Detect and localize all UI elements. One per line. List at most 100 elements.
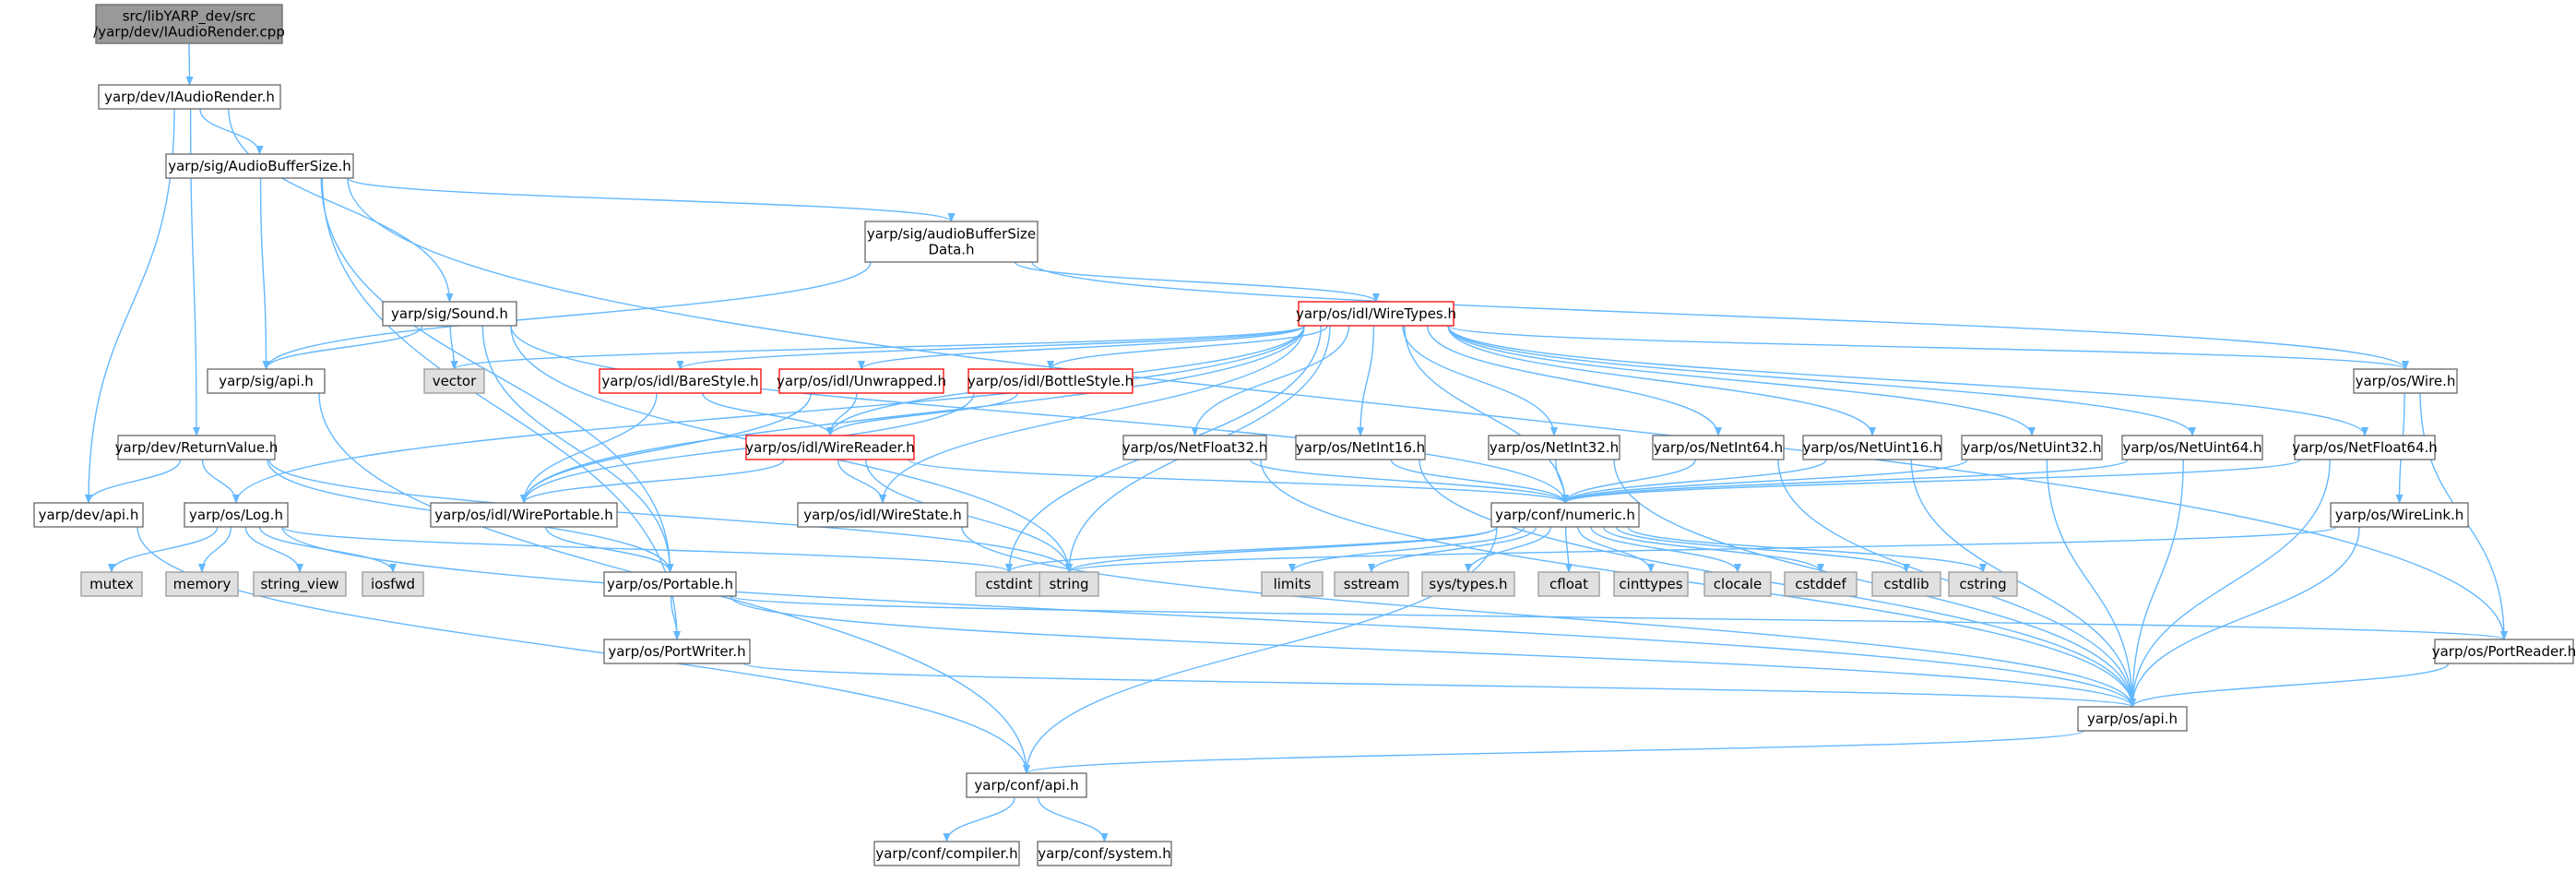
node-cstdlib[interactable]: cstdlib bbox=[1871, 571, 1941, 597]
node-label: yarp/os/idl/WireState.h bbox=[803, 507, 961, 523]
node-label: yarp/os/PortReader.h bbox=[2432, 643, 2576, 660]
node-label: Data.h bbox=[928, 242, 974, 258]
node-sig-api-h[interactable]: yarp/sig/api.h bbox=[207, 368, 326, 394]
node-cstdint[interactable]: cstdint bbox=[975, 571, 1043, 597]
edge-netuint16-h-to-numeric-h bbox=[1561, 459, 1827, 504]
node-cinttypes[interactable]: cinttypes bbox=[1613, 571, 1689, 597]
edge-wirereader-h-to-numeric-h bbox=[908, 459, 1569, 504]
node-dev-api-h[interactable]: yarp/dev/api.h bbox=[33, 502, 144, 528]
edge-barestyle-h-to-wireportable-h bbox=[520, 392, 658, 504]
node-sig-sound-h[interactable]: yarp/sig/Sound.h bbox=[382, 301, 517, 327]
node-label: yarp/os/idl/WireTypes.h bbox=[1296, 305, 1456, 322]
node-limits[interactable]: limits bbox=[1261, 571, 1324, 597]
node-cstring[interactable]: cstring bbox=[1948, 571, 2018, 597]
node-box bbox=[2077, 706, 2188, 732]
node-label: yarp/sig/api.h bbox=[219, 373, 314, 389]
node-wiretypes-h[interactable]: yarp/os/idl/WireTypes.h bbox=[1296, 301, 1456, 327]
node-box bbox=[207, 368, 326, 394]
node-netint32-h[interactable]: yarp/os/NetInt32.h bbox=[1488, 435, 1620, 460]
node-portreader-h[interactable]: yarp/os/PortReader.h bbox=[2432, 639, 2576, 664]
node-conf-system-h[interactable]: yarp/conf/system.h bbox=[1037, 841, 1172, 866]
node-iaudiorender-h[interactable]: yarp/dev/IAudioRender.h bbox=[98, 84, 281, 110]
edge-audiobuffersizedata-h-to-wiretypes-h bbox=[1014, 261, 1380, 303]
edge-wiretypes-h-to-wireportable-h bbox=[520, 325, 1305, 504]
edge-barestyle-h-to-wirereader-h bbox=[702, 392, 834, 436]
node-netuint32-h[interactable]: yarp/os/NetUint32.h bbox=[1961, 435, 2103, 460]
edge-netfloat64-h-to-numeric-h bbox=[1561, 459, 2301, 504]
edge-wirereader-h-to-wireportable-h bbox=[520, 459, 785, 504]
node-label: yarp/os/NetInt32.h bbox=[1490, 439, 1619, 456]
node-box bbox=[1613, 571, 1689, 597]
node-box bbox=[117, 435, 276, 460]
edge-iaudiorender-h-to-audiobuffersize-h bbox=[199, 108, 264, 155]
node-netint16-h[interactable]: yarp/os/NetInt16.h bbox=[1295, 435, 1426, 460]
node-systypes-h[interactable]: sys/types.h bbox=[1421, 571, 1515, 597]
node-wirestate-h[interactable]: yarp/os/idl/WireState.h bbox=[797, 502, 968, 528]
node-root[interactable]: src/libYARP_dev/src/yarp/dev/IAudioRende… bbox=[93, 4, 285, 44]
node-box bbox=[967, 368, 1134, 394]
node-conf-compiler-h[interactable]: yarp/conf/compiler.h bbox=[873, 841, 1020, 866]
edge-netfloat32-h-to-numeric-h bbox=[1250, 459, 1569, 504]
node-box bbox=[1703, 571, 1772, 597]
node-netfloat32-h[interactable]: yarp/os/NetFloat32.h bbox=[1122, 435, 1268, 460]
edge-wiretypes-h-to-netfloat32-h bbox=[1191, 325, 1350, 436]
node-os-api-h[interactable]: yarp/os/api.h bbox=[2077, 706, 2188, 732]
node-label: yarp/dev/IAudioRender.h bbox=[104, 89, 275, 105]
node-label: src/libYARP_dev/src bbox=[123, 8, 256, 26]
node-netint64-h[interactable]: yarp/os/NetInt64.h bbox=[1652, 435, 1785, 460]
node-wirelink-h[interactable]: yarp/os/WireLink.h bbox=[2330, 502, 2469, 528]
node-box bbox=[80, 571, 143, 597]
node-barestyle-h[interactable]: yarp/os/idl/BareStyle.h bbox=[599, 368, 762, 394]
node-cstddef[interactable]: cstddef bbox=[1784, 571, 1858, 597]
node-netuint16-h[interactable]: yarp/os/NetUint16.h bbox=[1802, 435, 1942, 460]
node-numeric-h[interactable]: yarp/conf/numeric.h bbox=[1490, 502, 1640, 528]
node-os-log-h[interactable]: yarp/os/Log.h bbox=[184, 502, 289, 528]
node-clocale[interactable]: clocale bbox=[1703, 571, 1772, 597]
node-bottlestyle-h[interactable]: yarp/os/idl/BottleStyle.h bbox=[967, 368, 1134, 394]
node-cfloat[interactable]: cfloat bbox=[1537, 571, 1600, 597]
edge-os-log-h-to-string-view bbox=[244, 526, 303, 573]
node-mutex[interactable]: mutex bbox=[80, 571, 143, 597]
edge-os-log-h-to-os-api-h bbox=[281, 526, 2136, 708]
edge-numeric-h-to-cstdlib bbox=[1615, 526, 1910, 573]
node-vector[interactable]: vector bbox=[423, 368, 485, 394]
edge-sig-sound-h-to-vector bbox=[449, 325, 458, 370]
edge-portable-h-to-portreader-h bbox=[730, 595, 2508, 640]
node-audiobuffersize-h[interactable]: yarp/sig/AudioBufferSize.h bbox=[165, 153, 354, 179]
node-box bbox=[430, 502, 618, 528]
node-box bbox=[603, 639, 751, 664]
node-wireportable-h[interactable]: yarp/os/idl/WirePortable.h bbox=[430, 502, 618, 528]
node-string[interactable]: string bbox=[1039, 571, 1099, 597]
node-portwriter-h[interactable]: yarp/os/PortWriter.h bbox=[603, 639, 751, 664]
node-iosfwd[interactable]: iosfwd bbox=[362, 571, 424, 597]
edges bbox=[85, 42, 2508, 842]
edge-netuint32-h-to-os-api-h bbox=[2046, 459, 2136, 708]
node-netfloat64-h[interactable]: yarp/os/NetFloat64.h bbox=[2292, 435, 2438, 460]
node-portable-h[interactable]: yarp/os/Portable.h bbox=[603, 571, 737, 597]
node-unwrapped-h[interactable]: yarp/os/idl/Unwrapped.h bbox=[777, 368, 946, 394]
node-box bbox=[2353, 368, 2458, 394]
node-label: yarp/os/NetInt16.h bbox=[1296, 439, 1425, 456]
node-box bbox=[1421, 571, 1515, 597]
node-wirereader-h[interactable]: yarp/os/idl/WireReader.h bbox=[745, 435, 915, 460]
node-label: yarp/conf/system.h bbox=[1038, 845, 1171, 862]
node-box bbox=[2434, 639, 2574, 664]
edge-wiretypes-h-to-os-wire-h bbox=[1447, 325, 2409, 370]
node-memory[interactable]: memory bbox=[165, 571, 239, 597]
node-returnvalue-h[interactable]: yarp/dev/ReturnValue.h bbox=[115, 435, 279, 460]
node-string-view[interactable]: string_view bbox=[253, 571, 347, 597]
node-box bbox=[1871, 571, 1941, 597]
node-label: yarp/os/api.h bbox=[2087, 711, 2178, 727]
edge-wireportable-h-to-portable-h bbox=[545, 526, 674, 573]
node-netuint64-h[interactable]: yarp/os/NetUint64.h bbox=[2121, 435, 2263, 460]
node-label: yarp/os/idl/BareStyle.h bbox=[601, 373, 758, 389]
edge-numeric-h-to-string bbox=[1065, 526, 1498, 573]
node-box bbox=[864, 221, 1039, 263]
node-label: yarp/os/Wire.h bbox=[2356, 373, 2456, 389]
edge-numeric-h-to-clocale bbox=[1590, 526, 1741, 573]
node-conf-api-h[interactable]: yarp/conf/api.h bbox=[966, 772, 1087, 798]
node-os-wire-h[interactable]: yarp/os/Wire.h bbox=[2353, 368, 2458, 394]
node-label: yarp/os/NetUint16.h bbox=[1802, 439, 1941, 456]
node-sstream[interactable]: sstream bbox=[1334, 571, 1409, 597]
